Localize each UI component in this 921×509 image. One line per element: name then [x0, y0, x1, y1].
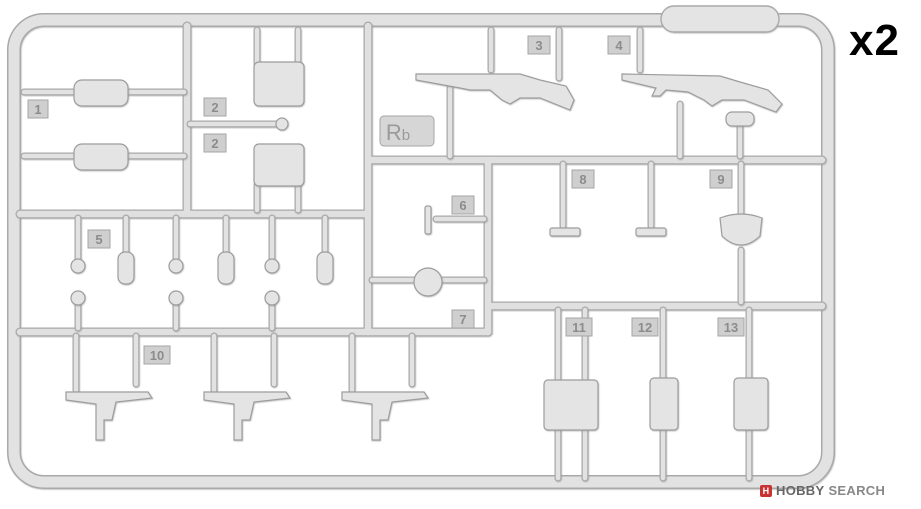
part-7 — [413, 267, 443, 297]
multiplier-label: x2 — [849, 16, 900, 65]
part-11 — [543, 379, 599, 431]
part-10c — [341, 391, 430, 441]
watermark-word: SEARCH — [828, 483, 886, 498]
part-1b — [73, 143, 129, 171]
part-number: 1 — [34, 102, 41, 117]
part-number: 2 — [211, 100, 218, 115]
part-12 — [649, 377, 679, 431]
parts — [65, 61, 783, 441]
part-3-gun — [415, 73, 575, 111]
sprue-code-sub: b — [402, 127, 410, 144]
watermark: H HOBBY SEARCH — [760, 483, 885, 498]
part-number: 13 — [724, 320, 738, 335]
part-number-tags — [27, 35, 745, 365]
part-10a — [65, 391, 154, 441]
sprue-frame — [7, 5, 835, 489]
part-9-helmet — [719, 213, 763, 246]
part-number: 10 — [150, 348, 164, 363]
part-10b — [203, 391, 292, 441]
part-number: 11 — [572, 320, 586, 335]
part-1a — [73, 79, 129, 107]
part-number: 9 — [717, 172, 724, 187]
part-2b — [253, 143, 305, 187]
part-4-gun — [621, 73, 783, 113]
watermark-brand: HOBBY — [776, 483, 825, 498]
handle-tab — [660, 5, 780, 33]
part-number: 4 — [615, 38, 623, 53]
part-number-labels: 1 2 2 3 4 5 6 7 8 9 10 11 12 13 Rb — [34, 38, 738, 363]
sprue-code: Rb — [386, 120, 410, 145]
part-number: 3 — [535, 38, 542, 53]
part-number: 7 — [459, 312, 466, 327]
part-13 — [733, 377, 769, 431]
part-number: 2 — [211, 136, 218, 151]
inner-runners — [15, 21, 827, 337]
part-number: 6 — [459, 198, 466, 213]
hobby-search-logo-icon: H — [760, 484, 772, 497]
part-2a — [253, 61, 305, 107]
part-number: 12 — [638, 320, 652, 335]
part-6 — [424, 205, 432, 235]
sprue-code-main: R — [386, 120, 402, 145]
part-number: 5 — [95, 232, 102, 247]
part-number: 8 — [579, 172, 586, 187]
